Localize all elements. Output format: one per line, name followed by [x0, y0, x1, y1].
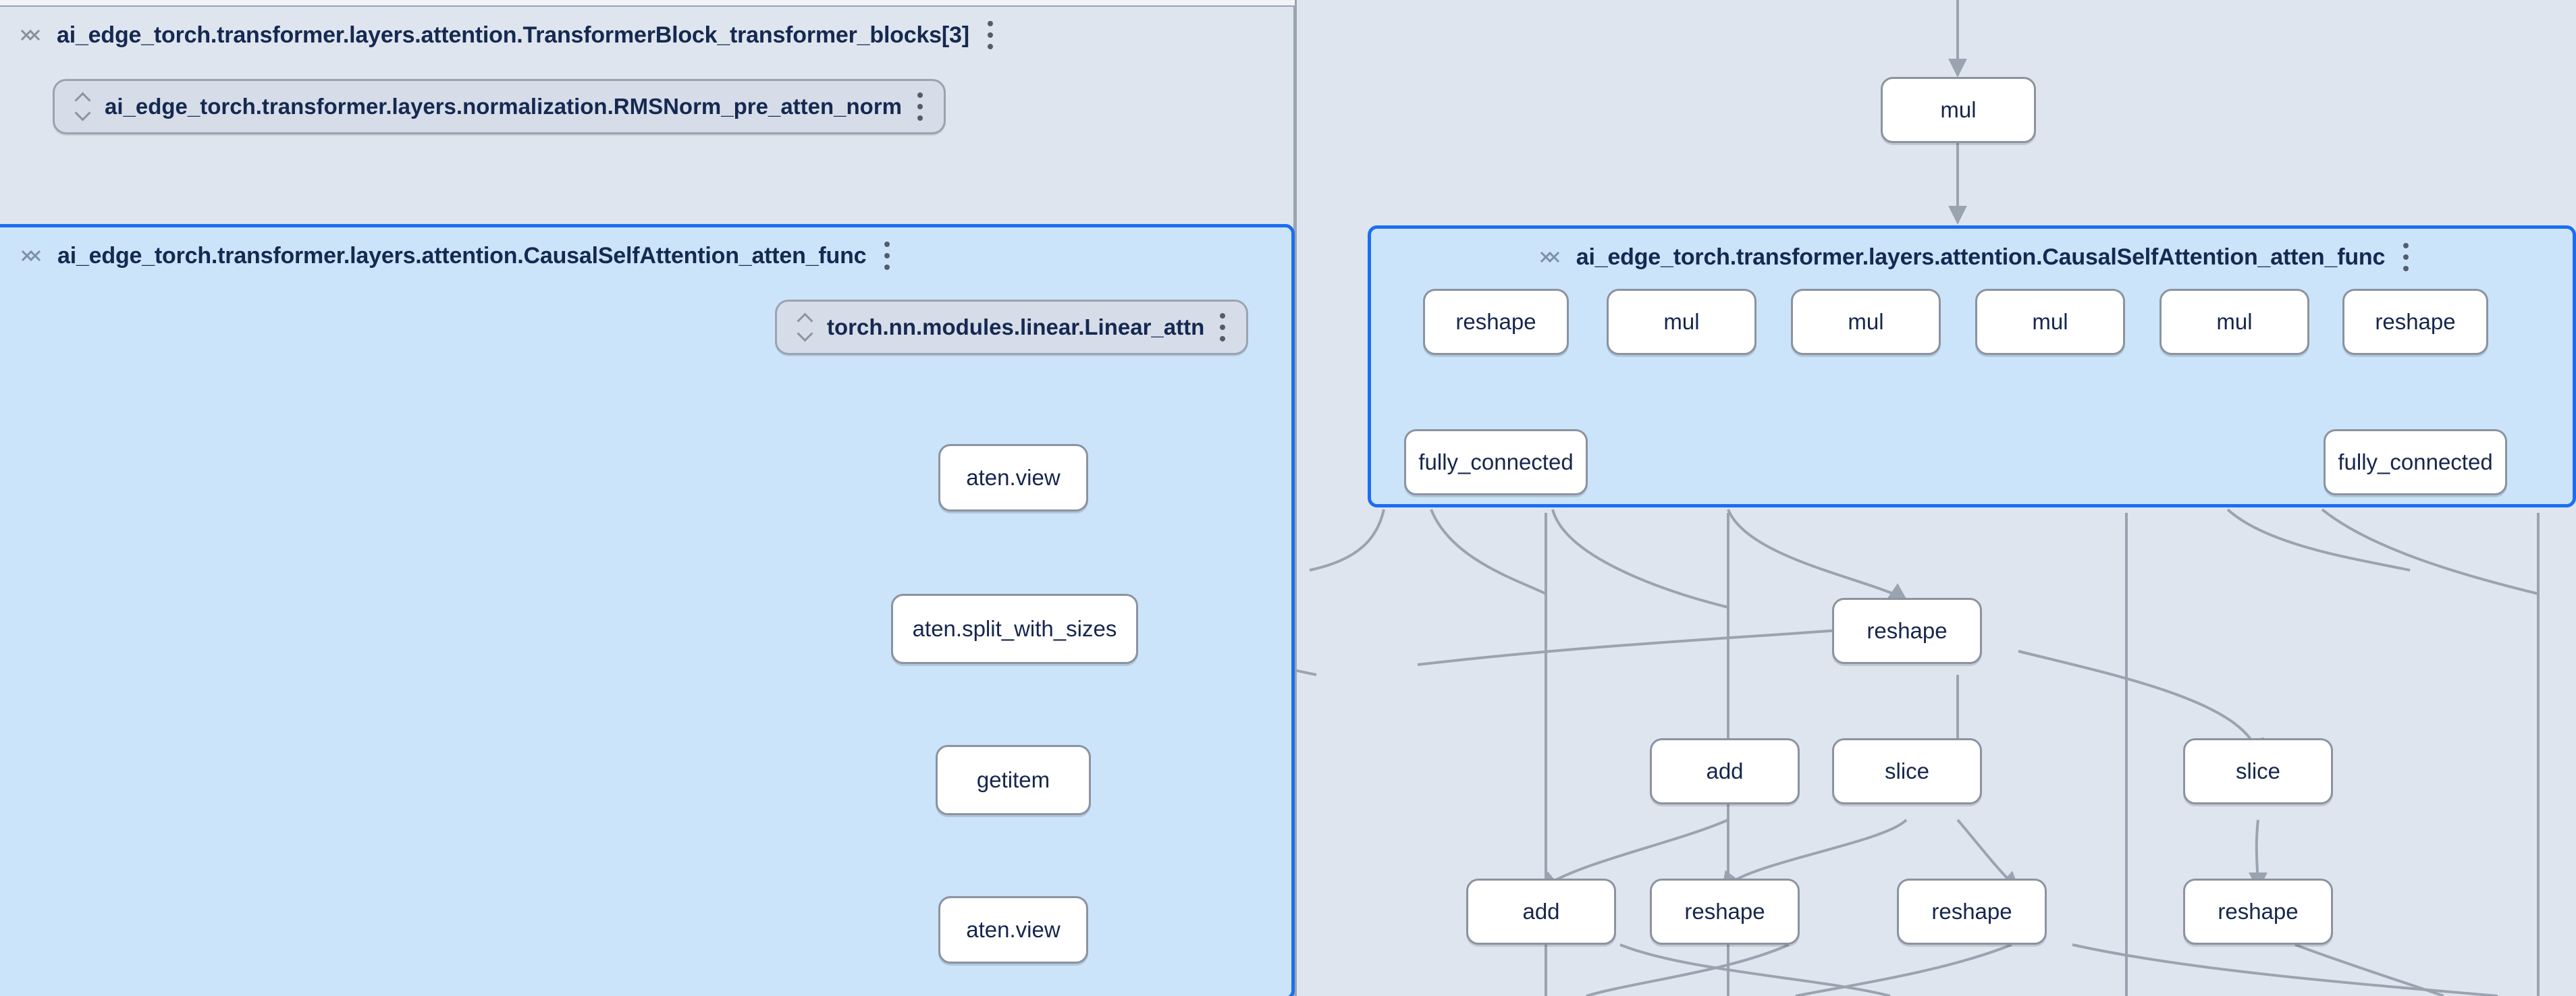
node-mul-4[interactable]: mul: [2159, 289, 2309, 355]
node-reshape-b3[interactable]: reshape: [2183, 879, 2333, 945]
group-causal-self-attention-left-title: ai_edge_torch.transformer.layers.attenti…: [57, 242, 867, 269]
node-aten-view-2[interactable]: aten.view: [938, 896, 1088, 964]
node-label: reshape: [2218, 899, 2299, 924]
node-label: getitem: [976, 767, 1050, 792]
kebab-menu-icon[interactable]: [1219, 313, 1226, 341]
kebab-menu-icon[interactable]: [2403, 243, 2409, 271]
node-label: reshape: [2375, 309, 2456, 334]
group-transformer-block-header[interactable]: ai_edge_torch.transformer.layers.attenti…: [0, 7, 1296, 63]
node-slice-1[interactable]: slice: [1832, 738, 1982, 804]
node-label: mul: [1940, 97, 1977, 122]
module-pill-linear-attn[interactable]: torch.nn.modules.linear.Linear_attn: [775, 300, 1249, 355]
collapse-icon[interactable]: [1541, 246, 1559, 269]
updown-icon[interactable]: [75, 93, 90, 120]
node-fully-connected-2[interactable]: fully_connected: [2324, 429, 2507, 495]
node-add-mid[interactable]: add: [1650, 738, 1800, 804]
node-label: slice: [2235, 758, 2281, 783]
node-reshape-b2[interactable]: reshape: [1897, 879, 2047, 945]
node-aten-split-with-sizes[interactable]: aten.split_with_sizes: [891, 594, 1138, 664]
node-reshape-b1[interactable]: reshape: [1650, 879, 1800, 945]
node-reshape-q[interactable]: reshape: [1423, 289, 1569, 355]
panel-divider[interactable]: [1295, 0, 1297, 996]
node-reshape-mid[interactable]: reshape: [1832, 598, 1982, 664]
node-label: add: [1522, 899, 1560, 924]
kebab-menu-icon[interactable]: [917, 92, 923, 121]
module-pill-rmsnorm-label: ai_edge_torch.transformer.layers.normali…: [105, 94, 903, 119]
kebab-menu-icon[interactable]: [987, 21, 994, 49]
group-causal-self-attention-right-header[interactable]: ai_edge_torch.transformer.layers.attenti…: [1371, 229, 2576, 285]
node-label: add: [1706, 758, 1744, 783]
node-fully-connected-1[interactable]: fully_connected: [1404, 429, 1588, 495]
node-label: slice: [1884, 758, 1930, 783]
node-label: fully_connected: [1418, 449, 1574, 474]
kebab-menu-icon[interactable]: [884, 242, 890, 270]
node-label: aten.split_with_sizes: [912, 616, 1117, 641]
node-label: mul: [1848, 309, 1884, 334]
node-aten-view-1[interactable]: aten.view: [938, 444, 1088, 511]
node-slice-2[interactable]: slice: [2183, 738, 2333, 804]
module-pill-linear-attn-label: torch.nn.modules.linear.Linear_attn: [827, 314, 1205, 339]
node-mul-2[interactable]: mul: [1791, 289, 1941, 355]
node-add-bottom[interactable]: add: [1466, 879, 1616, 945]
group-transformer-block-title: ai_edge_torch.transformer.layers.attenti…: [57, 22, 969, 48]
node-label: fully_connected: [2338, 449, 2493, 474]
node-label: reshape: [1455, 309, 1536, 334]
node-mul-top[interactable]: mul: [1881, 77, 2036, 143]
node-label: aten.view: [966, 465, 1061, 490]
node-reshape-k[interactable]: reshape: [2342, 289, 2488, 355]
node-label: reshape: [1684, 899, 1765, 924]
node-label: mul: [2032, 309, 2068, 334]
group-causal-self-attention-right-title: ai_edge_torch.transformer.layers.attenti…: [1576, 244, 2386, 270]
node-label: reshape: [1931, 899, 2012, 924]
node-mul-1[interactable]: mul: [1607, 289, 1756, 355]
node-mul-3[interactable]: mul: [1975, 289, 2125, 355]
node-label: mul: [2216, 309, 2253, 334]
node-label: mul: [1663, 309, 1700, 334]
updown-icon[interactable]: [797, 314, 812, 341]
collapse-icon[interactable]: [22, 24, 39, 47]
module-pill-rmsnorm-pre-atten-norm[interactable]: ai_edge_torch.transformer.layers.normali…: [53, 79, 946, 134]
group-causal-self-attention-left-header[interactable]: ai_edge_torch.transformer.layers.attenti…: [0, 227, 915, 284]
node-getitem[interactable]: getitem: [936, 745, 1091, 815]
node-label: aten.view: [966, 917, 1061, 942]
collapse-icon[interactable]: [22, 244, 40, 267]
node-label: reshape: [1867, 618, 1948, 643]
